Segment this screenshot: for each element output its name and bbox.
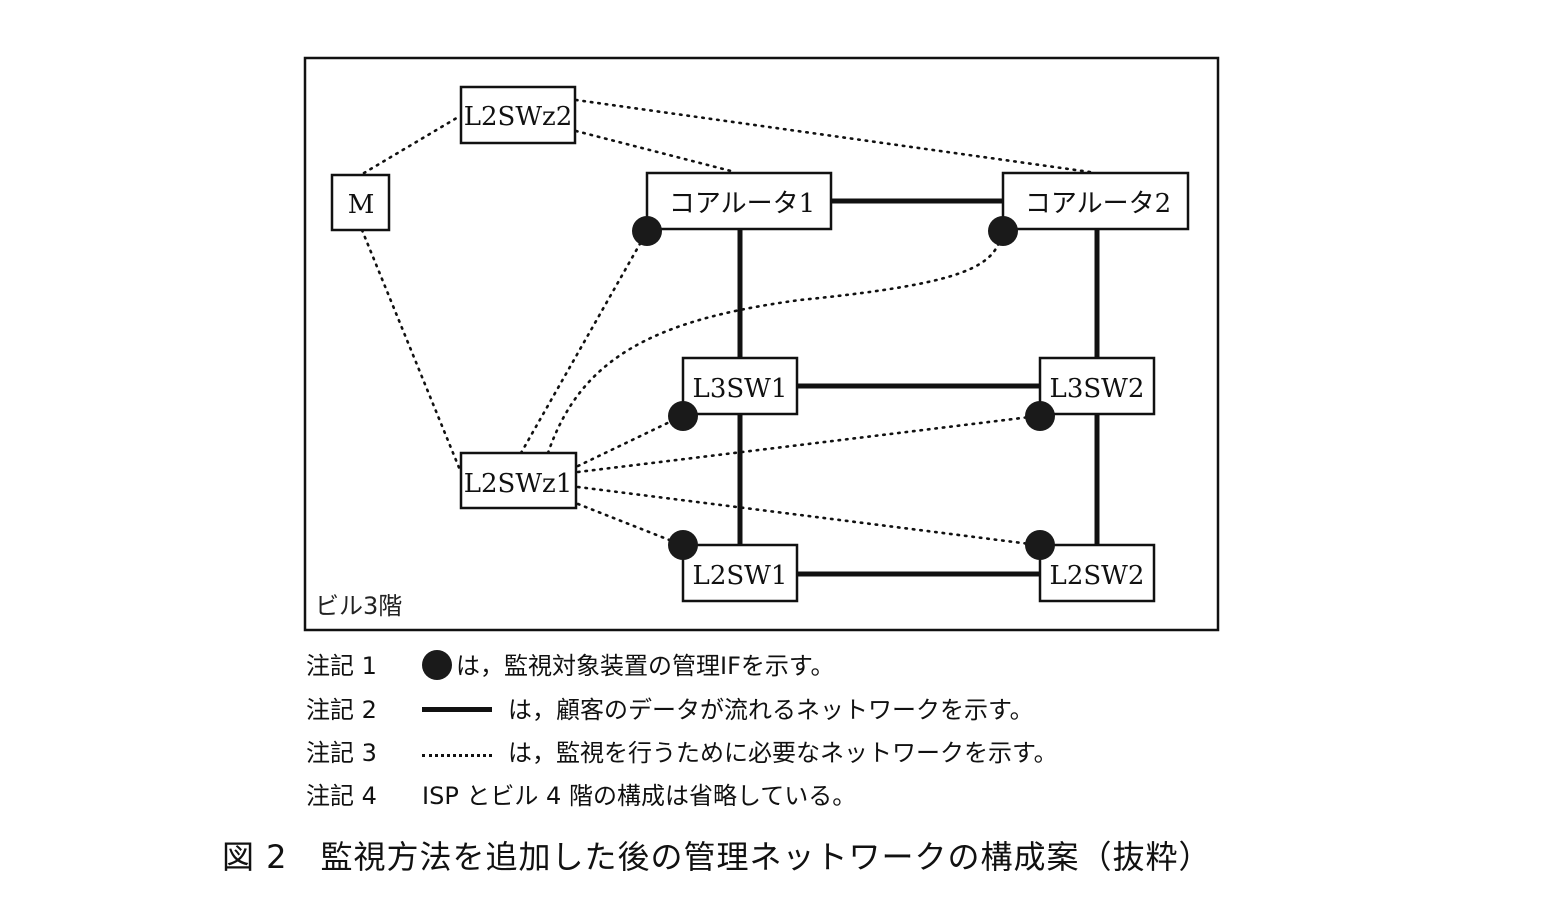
node-m-label: M (348, 190, 375, 220)
note-2-text: は，顧客のデータが流れるネットワークを示す。 (508, 696, 1034, 724)
node-l2swz2-label: L2SWz2 (464, 102, 573, 132)
link-l2swz1-core2 (546, 238, 1002, 455)
link-l2swz1-core1 (519, 233, 647, 455)
mgmt-if-l3sw2-icon (1025, 401, 1055, 431)
mgmt-if-core2-icon (988, 216, 1018, 246)
note-3-text: は，監視を行うために必要なネットワークを示す。 (508, 739, 1058, 767)
node-core1-label: コアルータ1 (669, 189, 815, 219)
node-l3sw2: L3SW2 (1038, 356, 1156, 416)
note-1-text: は，監視対象装置の管理IFを示す。 (456, 652, 835, 680)
figure-caption: 図 2 監視方法を追加した後の管理ネットワークの構成案（抜粋） (222, 838, 1212, 876)
note-2-label: 注記 2 (306, 696, 377, 724)
link-l2swz1-l3sw1 (576, 415, 682, 468)
node-core1: コアルータ1 (645, 171, 833, 231)
node-l2sw1-label: L2SW1 (693, 561, 788, 591)
mgmt-if-l3sw1-icon (668, 401, 698, 431)
node-core2: コアルータ2 (1001, 171, 1190, 231)
mgmt-if-l2sw1-icon (668, 530, 698, 560)
note-4-text: ISP とビル 4 階の構成は省略している。 (422, 782, 857, 810)
node-l2sw2-label: L2SW2 (1050, 561, 1145, 591)
note-1-label: 注記 1 (306, 652, 377, 680)
note-4: 注記 4 ISP とビル 4 階の構成は省略している。 (306, 776, 856, 811)
solid-line-icon (422, 707, 492, 712)
note-4-label: 注記 4 (306, 782, 377, 810)
mgmt-if-l2sw2-icon (1025, 530, 1055, 560)
link-m-l2swz2 (362, 114, 462, 175)
filled-circle-icon (422, 650, 452, 680)
dotted-line-icon (422, 754, 492, 757)
mgmt-if-core1-icon (632, 216, 662, 246)
note-3-label: 注記 3 (306, 739, 377, 767)
link-l2swz1-l2sw2 (576, 485, 1040, 547)
link-l2swz2-core2 (574, 98, 1092, 174)
note-3: 注記 3 は，監視を行うために必要なネットワークを示す。 (306, 733, 1058, 768)
node-l3sw2-label: L3SW2 (1050, 374, 1145, 404)
link-m-l2swz1 (360, 228, 462, 472)
node-core2-label: コアルータ2 (1025, 189, 1171, 219)
link-l2swz1-l3sw2 (576, 414, 1040, 474)
node-l2swz1-label: L2SWz1 (464, 469, 573, 499)
node-l3sw1: L3SW1 (681, 356, 799, 416)
node-l2sw1: L2SW1 (681, 543, 799, 603)
node-l2sw2: L2SW2 (1038, 543, 1156, 603)
node-l3sw1-label: L3SW1 (693, 374, 788, 404)
note-1: 注記 1 は，監視対象装置の管理IFを示す。 (306, 646, 834, 681)
link-l2swz1-l2sw1 (576, 502, 684, 547)
floor-frame (303, 56, 1220, 632)
node-l2swz1: L2SWz1 (459, 451, 578, 510)
node-m: M (330, 173, 391, 232)
link-l2swz2-core1 (574, 129, 737, 174)
floor-label: ビル3階 (315, 592, 402, 620)
node-l2swz2: L2SWz2 (459, 85, 577, 145)
note-2: 注記 2 は，顧客のデータが流れるネットワークを示す。 (306, 690, 1034, 725)
